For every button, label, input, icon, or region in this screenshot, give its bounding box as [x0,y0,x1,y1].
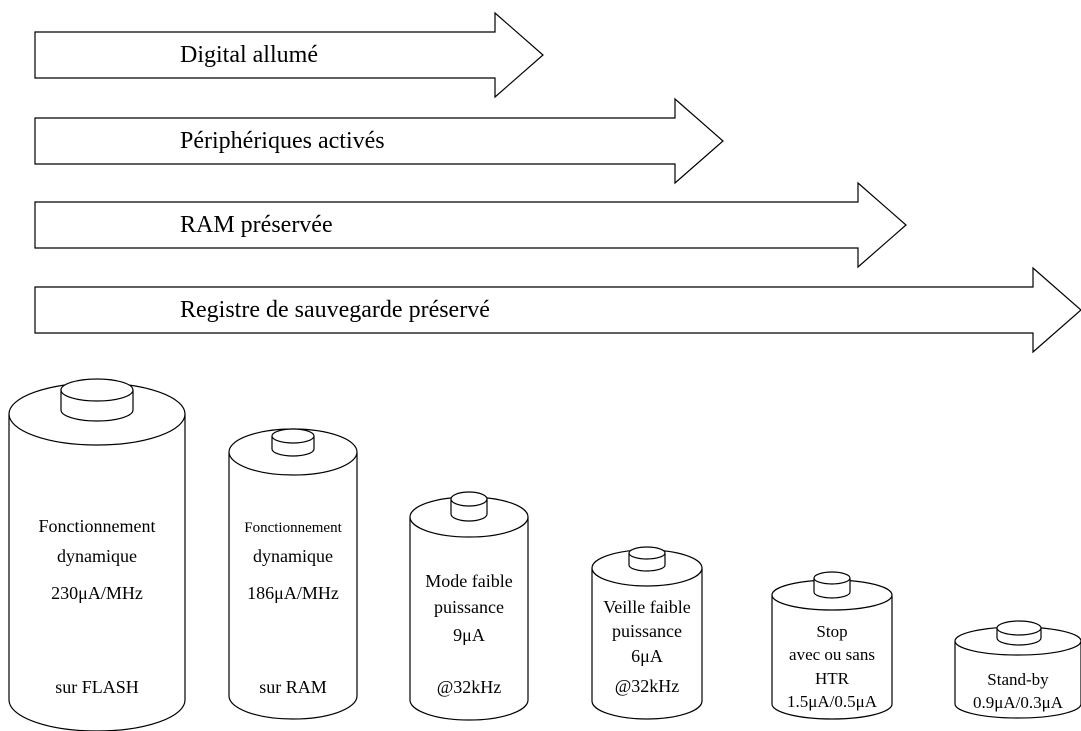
battery-text-line: puissance [612,621,682,641]
battery-text-line: 9μA [453,625,485,645]
battery-stop: Stop avec ou sans HTR 1.5μA/0.5μA [771,571,893,720]
battery-body [954,641,1081,719]
arrow-ram-retained: RAM préservée [34,181,907,269]
battery-body [228,452,358,720]
battery-text-line: Stop [816,622,847,641]
battery-text-line: HTR [815,669,850,688]
battery-text-bottom: @32kHz [615,676,680,696]
arrow-backup-register-retained: Registre de sauvegarde préservé [34,266,1081,354]
battery-text-line: dynamique [253,546,333,566]
arrow-peripherals-on: Périphériques activés [34,97,724,185]
arrow-label: RAM préservée [180,212,333,238]
battery-text-bottom: sur FLASH [55,677,139,697]
battery-run-flash: Fonctionnement dynamique 230μA/MHz sur F… [8,378,186,731]
battery-body [771,595,893,720]
battery-terminal-cap [813,571,851,585]
battery-text-line: puissance [434,597,504,617]
battery-text-line: 186μA/MHz [247,583,339,603]
arrow-shape [34,97,724,185]
battery-standby: Stand-by 0.9μA/0.3μA [954,620,1081,719]
battery-low-power-sleep: Veille faible puissance 6μA @32kHz [591,546,703,720]
battery-terminal-cap [996,620,1042,636]
battery-terminal-cap [450,491,488,507]
battery-text-line: Fonctionnement [244,520,342,536]
battery-text-line: Mode faible [425,571,512,591]
battery-body [8,414,186,731]
battery-text-bottom: @32kHz [437,677,502,697]
battery-body [409,517,529,721]
battery-body [591,568,703,720]
arrow-shape [34,266,1081,354]
arrow-shape [34,11,544,99]
arrow-label: Périphériques activés [180,128,385,154]
battery-text-bottom: sur RAM [259,677,327,697]
arrow-shape [34,181,907,269]
battery-text-line: Veille faible [603,597,690,617]
arrow-label: Registre de sauvegarde préservé [180,297,490,323]
battery-run-ram: Fonctionnement dynamique 186μA/MHz sur R… [228,428,358,720]
battery-text-line: 0.9μA/0.3μA [973,693,1064,712]
battery-text-line: avec ou sans [789,645,875,664]
arrow-digital-on: Digital allumé [34,11,544,99]
battery-text-line: 1.5μA/0.5μA [787,692,878,711]
battery-terminal-cap [628,546,666,560]
battery-text-line: Fonctionnement [39,516,156,536]
battery-terminal-cap [271,428,315,444]
battery-text-line: 230μA/MHz [51,583,143,603]
battery-text-line: 6μA [631,646,663,666]
battery-text-line: Stand-by [987,670,1049,689]
battery-low-power-run: Mode faible puissance 9μA @32kHz [409,491,529,721]
battery-terminal-cap [60,378,134,402]
battery-text-line: dynamique [57,546,137,566]
arrow-label: Digital allumé [180,42,318,68]
